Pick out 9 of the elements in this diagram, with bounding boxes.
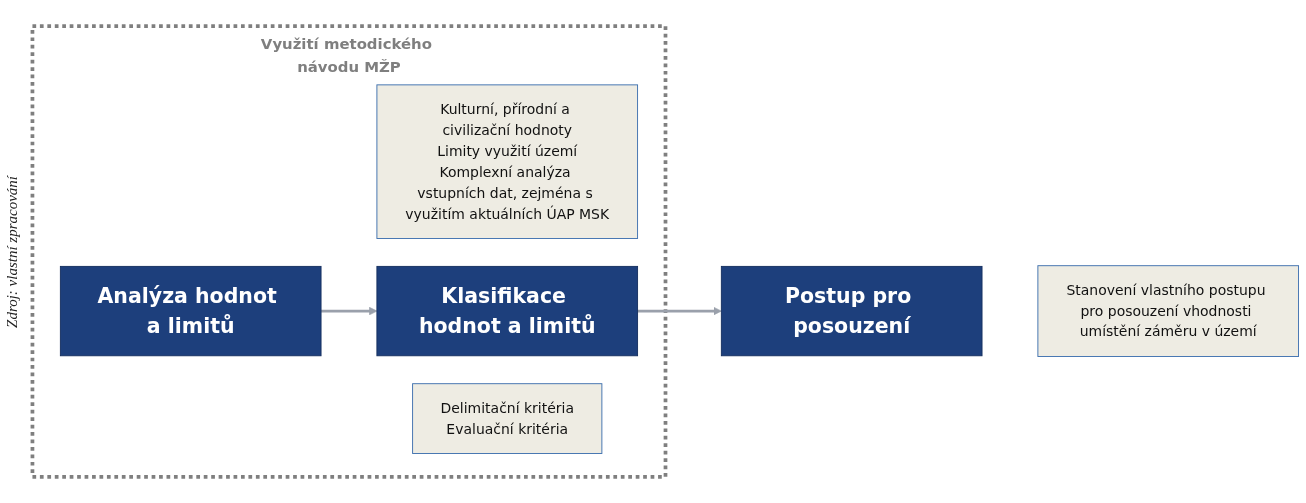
source-caption: Zdroj: vlastní zpracování xyxy=(3,174,21,330)
node-box: Delimitační kritéria Evaluační kritéria xyxy=(412,383,603,454)
node-box: Klasifikace hodnot a limitů xyxy=(376,265,639,357)
arrow xyxy=(637,307,722,316)
node-box: Postup pro posouzení xyxy=(720,265,983,357)
node-box: Kulturní, přírodní a civilizační hodnoty Limity využití území Komplexní analýza vstupních dat, zejména s využitím aktuálních ÚAP MSK xyxy=(376,84,639,239)
node-box: Stanovení vlastního postupu pro posouzení vhodnosti umístění záměru v území xyxy=(1037,265,1299,357)
node-box: Analýza hodnot a limitů xyxy=(59,265,322,357)
arrow xyxy=(321,307,378,316)
